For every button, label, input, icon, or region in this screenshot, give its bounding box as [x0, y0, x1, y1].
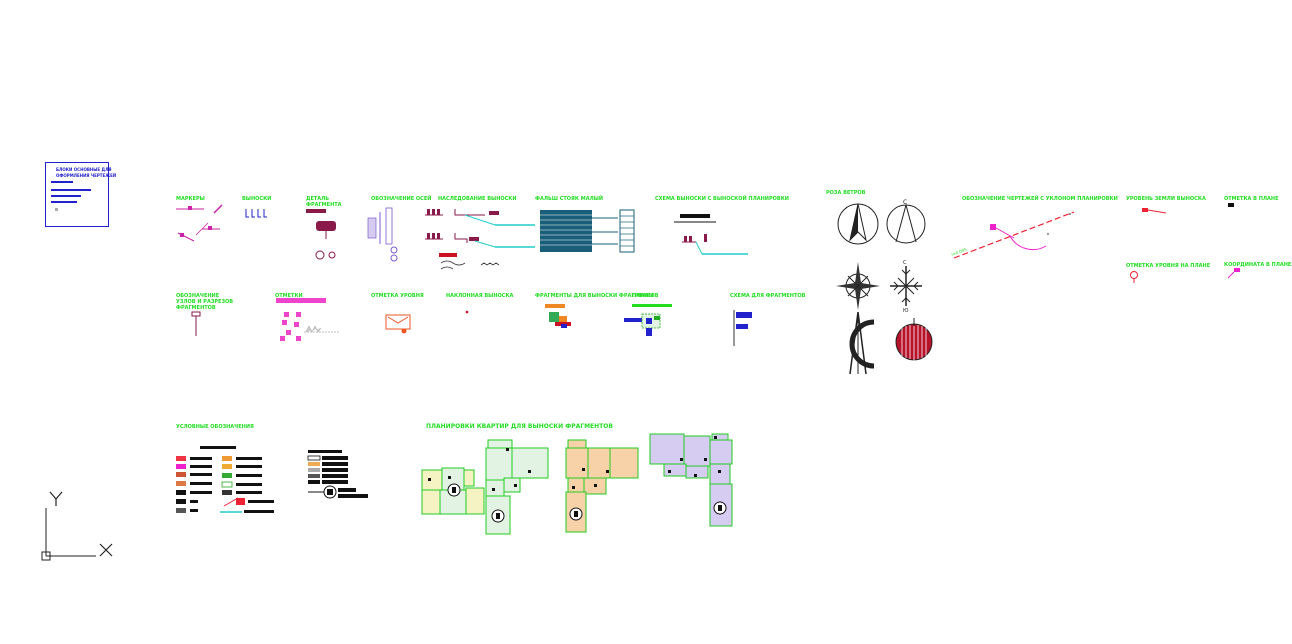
plan-level-graphic — [1130, 271, 1138, 283]
plan-mark-graphic — [1228, 203, 1234, 207]
label-elevations: ОТМЕТКИ — [275, 293, 303, 299]
label-scheme-leader: СХЕМА ВЫНОСКИ С ВЫНОСКОЙ ПЛАНИРОВКИ — [655, 196, 789, 202]
false-riser-graphic — [540, 209, 635, 253]
compass-graphic: С С Ю — [836, 199, 933, 375]
fragments-graphic — [545, 304, 571, 328]
label-fragment-scheme: СХЕМА ДЛЯ ФРАГМЕНТОВ — [730, 293, 806, 299]
label-markers: МАРКЕРЫ — [176, 196, 205, 202]
fragment-scheme-graphic — [733, 310, 752, 346]
label-leaders: ВЫНОСКИ — [242, 196, 272, 202]
coordinate-graphic — [1227, 268, 1240, 279]
scheme-leader-graphic — [674, 214, 748, 255]
ucs-icon — [41, 491, 113, 561]
label-axes: ОБОЗНАЧЕНИЕ ОСЕЙ — [371, 196, 432, 202]
label-level-mark: ОТМЕТКА УРОВНЯ — [371, 293, 424, 299]
label-ground-level: УРОВЕНЬ ЗЕМЛИ ВЫНОСКА — [1126, 196, 1206, 202]
label-fragments: ФРАГМЕНТЫ ДЛЯ ВЫНОСКИ ФРАГМЕНТОВ — [535, 293, 659, 299]
leaders-graphic — [245, 209, 267, 218]
inclined-leader-graphic — [465, 310, 469, 314]
label-plans: ПЛАНЫ — [632, 293, 654, 299]
title-block-line2: ОФОРМЛЕНИЯ ЧЕРТЕЖЕЙ — [56, 173, 117, 178]
compass-letter-south: Ю — [903, 308, 909, 314]
label-wind-rose: РОЗА ВЕТРОВ — [826, 190, 866, 196]
compass-letter-north: С — [903, 199, 907, 206]
label-inheritance: НАСЛЕДОВАНИЕ ВЫНОСКИ — [438, 196, 517, 202]
slope-graphic: i=0.005 — [951, 211, 1075, 259]
detail-fragment-graphic — [306, 209, 336, 260]
label-plan-level: ОТМЕТКА УРОВНЯ НА ПЛАНЕ — [1126, 263, 1211, 269]
label-inclined-leader: НАКЛОННАЯ ВЫНОСКА — [446, 293, 514, 299]
title-block: БЛОКИ ОСНОВНЫЕ ДЛЯ ОФОРМЛЕНИЯ ЧЕРТЕЖЕЙ — [45, 162, 116, 227]
label-apartment-plans: ПЛАНИРОВКИ КВАРТИР ДЛЯ ВЫНОСКИ ФРАГМЕНТО… — [426, 423, 613, 430]
svg-text:i=0.005: i=0.005 — [951, 247, 968, 257]
label-plan-mark: ОТМЕТКА В ПЛАНЕ — [1224, 196, 1279, 202]
nodes-sections-graphic — [191, 311, 201, 336]
label-nodes-sections: ОБОЗНАЧЕНИЕ УЗЛОВ И РАЗРЕЗОВ ФРАГМЕНТОВ — [176, 293, 234, 311]
inheritance-graphic — [425, 209, 535, 270]
label-slope: ОБОЗНАЧЕНИЕ ЧЕРТЕЖЕЙ С УКЛОНОМ ПЛАНИРОВК… — [962, 196, 1118, 202]
elevations-graphic — [276, 298, 340, 341]
label-false-riser: ФАЛЬШ СТОЯК МАЛЫЙ — [535, 196, 604, 202]
label-coordinate: КООРДИНАТА В ПЛАНЕ — [1224, 262, 1292, 268]
axes-graphic — [367, 207, 398, 262]
label-detail-fragment: ДЕТАЛЬ ФРАГМЕНТА — [306, 196, 342, 208]
ground-level-graphic — [1142, 208, 1167, 214]
plans-graphic — [624, 304, 672, 336]
label-legend: УСЛОВНЫЕ ОБОЗНАЧЕНИЯ — [176, 424, 254, 430]
title-block-line1: БЛОКИ ОСНОВНЫЕ ДЛЯ — [56, 167, 112, 172]
apartment-plans-graphic — [421, 433, 733, 535]
level-mark-graphic — [385, 314, 411, 334]
legend-graphic — [176, 446, 368, 513]
svg-text:С: С — [903, 260, 907, 266]
markers-graphic — [176, 204, 223, 242]
